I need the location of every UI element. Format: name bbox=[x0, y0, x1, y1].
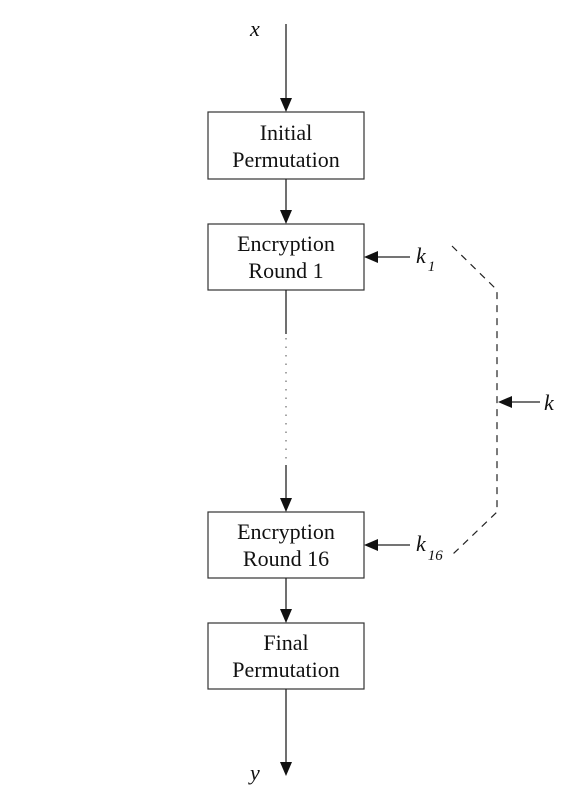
k1-arrow-head bbox=[364, 251, 378, 263]
k16-subscript: 16 bbox=[428, 548, 444, 564]
arrow-round16-to-final-head bbox=[280, 609, 292, 623]
round16-line2: Round 16 bbox=[243, 546, 329, 571]
encryption-round16-box: Encryption Round 16 bbox=[207, 511, 365, 579]
arrow-initial-to-round1-head bbox=[280, 210, 292, 224]
key-k-label: k bbox=[544, 390, 555, 415]
k16-arrow-head bbox=[364, 539, 378, 551]
final-permutation-line2: Permutation bbox=[232, 657, 340, 682]
initial-permutation-line1: Initial bbox=[260, 120, 313, 145]
initial-permutation-line2: Permutation bbox=[232, 147, 340, 172]
key-schedule-dashed-bracket bbox=[451, 245, 498, 556]
round16-line1: Encryption bbox=[237, 519, 335, 544]
input-arrow-head bbox=[280, 98, 292, 112]
encryption-round1-box: Encryption Round 1 bbox=[207, 223, 365, 291]
output-arrow-head bbox=[280, 762, 292, 776]
k16-base: k bbox=[416, 531, 427, 556]
initial-permutation-box: Initial Permutation bbox=[207, 111, 365, 180]
k1-base: k bbox=[416, 243, 427, 268]
final-permutation-line1: Final bbox=[263, 630, 308, 655]
round1-line2: Round 1 bbox=[248, 258, 323, 283]
output-y-label: y bbox=[248, 760, 260, 785]
final-permutation-box: Final Permutation bbox=[207, 622, 365, 690]
round1-line1: Encryption bbox=[237, 231, 335, 256]
k1-subscript: 1 bbox=[428, 259, 436, 275]
input-x-label: x bbox=[249, 16, 260, 41]
round16-in-arrow-head bbox=[280, 498, 292, 512]
key-arrow-head bbox=[498, 396, 512, 408]
